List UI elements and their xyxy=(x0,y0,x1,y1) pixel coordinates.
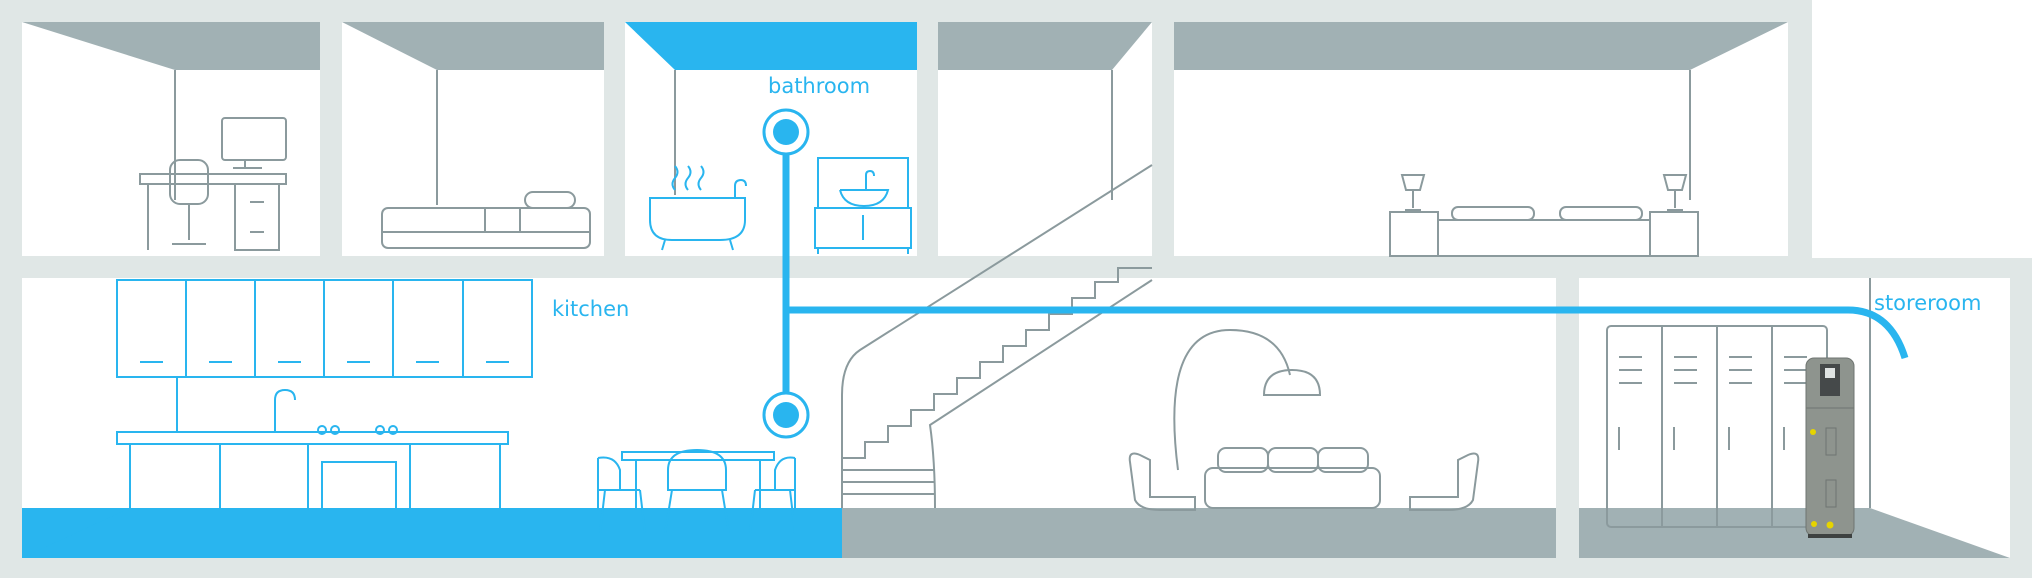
kitchen-label: kitchen xyxy=(552,297,630,321)
bathroom-outlet-icon xyxy=(762,108,810,156)
dining-table-icon xyxy=(597,448,796,534)
bathroom-label: bathroom xyxy=(768,74,871,98)
office-desk-icon xyxy=(139,117,287,251)
daybed-icon xyxy=(381,191,591,249)
kitchen-cabinets-icon xyxy=(116,279,533,529)
ceilings xyxy=(22,22,1788,70)
living-room-furniture-icon xyxy=(1128,328,1480,511)
water-heater-icon xyxy=(1805,357,1855,538)
hot-water-pipe xyxy=(782,132,1909,415)
staircase-icon xyxy=(841,164,1153,509)
bathroom-ceiling xyxy=(625,22,917,70)
bathroom-sink-icon xyxy=(814,157,912,254)
corner-lines xyxy=(174,70,1691,205)
kitchen-floor-edge xyxy=(22,508,842,558)
bed-icon xyxy=(1389,174,1699,257)
kitchen-outlet-icon xyxy=(762,391,810,439)
bathtub-icon xyxy=(649,165,747,251)
storeroom-floor xyxy=(1579,508,2010,558)
storeroom-label: storeroom xyxy=(1874,291,1982,315)
living-floor xyxy=(842,508,1556,558)
